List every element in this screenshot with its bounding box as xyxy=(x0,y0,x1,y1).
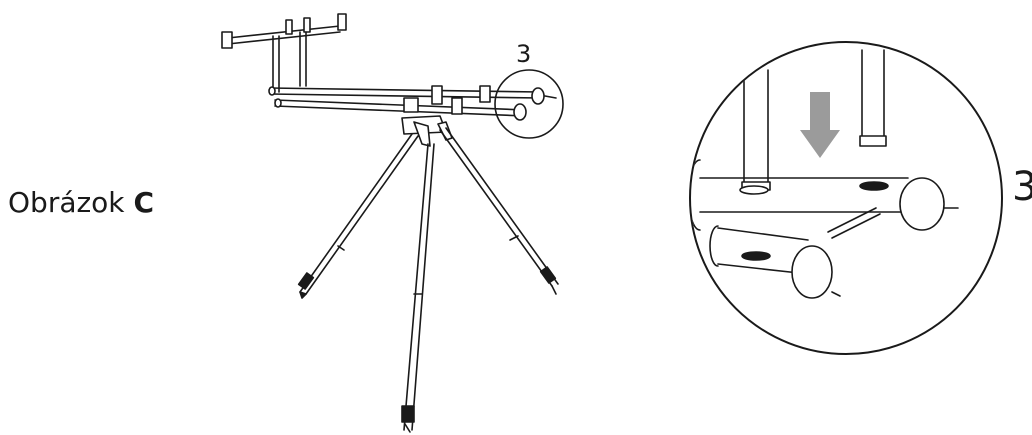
center-head xyxy=(401,85,453,147)
down-arrow-icon xyxy=(800,92,840,158)
detail-view-circle xyxy=(689,41,1003,355)
detail-view xyxy=(689,41,1003,355)
figure-label-prefix: Obrázok xyxy=(8,186,125,219)
horizontal-bars xyxy=(268,86,541,117)
buzz-bar-top xyxy=(221,13,347,93)
tripod-legs xyxy=(297,127,559,433)
figure-label-letter: C xyxy=(133,186,154,219)
detail-marker-circle xyxy=(494,69,564,139)
figure-label: Obrázok C xyxy=(8,186,154,219)
callout-number-small: 3 xyxy=(516,40,532,68)
knobs xyxy=(451,85,557,121)
rod-pod-illustration xyxy=(221,13,564,433)
callout-number-large: 3 xyxy=(1012,164,1032,210)
